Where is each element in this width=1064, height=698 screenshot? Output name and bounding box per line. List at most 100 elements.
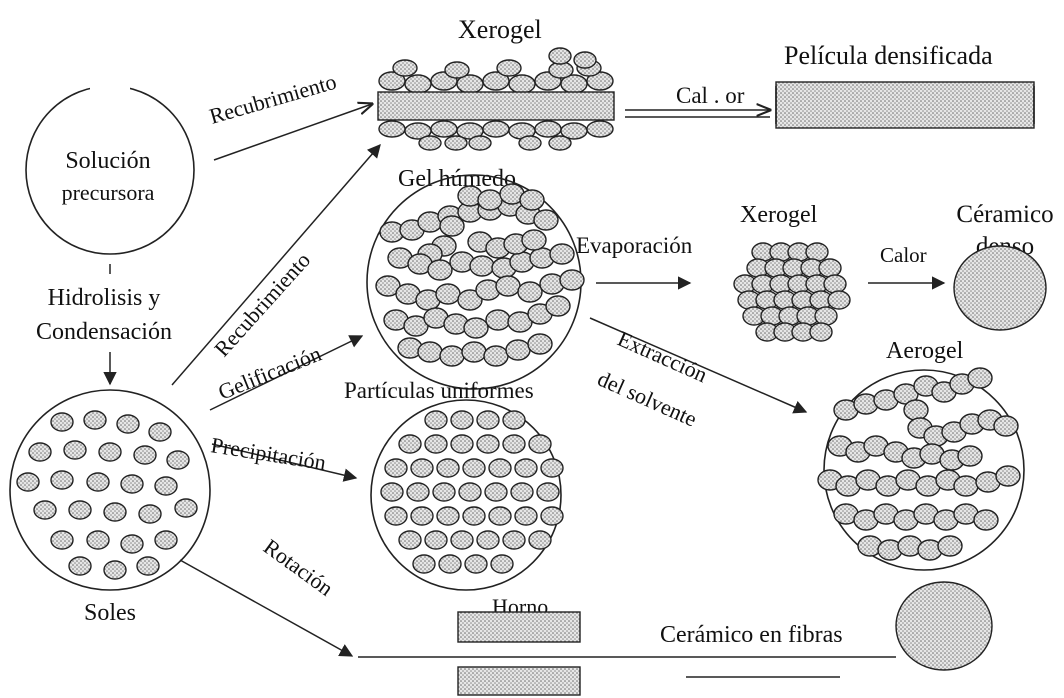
label-solucion-1: Solución: [65, 148, 150, 174]
particulas-particles: [381, 411, 563, 573]
xerogel-particle: [828, 291, 850, 309]
xerogel-particle: [819, 259, 841, 277]
uniform-particle: [463, 507, 485, 525]
sol-particle: [51, 531, 73, 549]
sol-particle: [34, 501, 56, 519]
uniform-particle: [503, 411, 525, 429]
sol-particle: [99, 443, 121, 461]
label-evaporacion: Evaporación: [576, 233, 693, 258]
sol-particle: [149, 423, 171, 441]
uniform-particle: [477, 411, 499, 429]
sol-particle: [155, 477, 177, 495]
sol-particle: [134, 446, 156, 464]
gel-particle: [534, 210, 558, 230]
sol-particle: [69, 557, 91, 575]
aerogel-circle: [824, 370, 1024, 570]
uniform-particle: [425, 531, 447, 549]
densified-film: [776, 82, 1034, 128]
aerogel-particle: [996, 466, 1020, 486]
coating-particle: [469, 136, 491, 150]
gel-humedo-particles: [376, 184, 584, 366]
label-ceramico-fibras: Cerámico en fibras: [660, 622, 843, 648]
label-calor-top: Cal . or: [676, 83, 745, 108]
gel-particle: [550, 244, 574, 264]
gel-particle: [518, 282, 542, 302]
uniform-particle: [463, 459, 485, 477]
coating-particle: [535, 121, 561, 137]
sol-particle: [121, 535, 143, 553]
sol-particle: [51, 471, 73, 489]
coating-particle: [574, 52, 596, 68]
uniform-particle: [451, 411, 473, 429]
uniform-particle: [385, 459, 407, 477]
coating-particle: [431, 121, 457, 137]
label-xerogel-mid: Xerogel: [740, 202, 818, 228]
aerogel-particle: [958, 446, 982, 466]
uniform-particle: [381, 483, 403, 501]
gel-particle: [440, 346, 464, 366]
label-xerogel-top: Xerogel: [458, 15, 542, 44]
uniform-particle: [541, 459, 563, 477]
gel-particle: [484, 346, 508, 366]
label-particulas-uniformes: Partículas uniformes: [344, 378, 534, 403]
uniform-particle: [491, 555, 513, 573]
gel-particle: [418, 342, 442, 362]
uniform-particle: [411, 459, 433, 477]
circle-gap: [90, 78, 130, 92]
xerogel-cluster: [734, 243, 850, 341]
uniform-particle: [399, 435, 421, 453]
gel-particle: [486, 310, 510, 330]
uniform-particle: [537, 483, 559, 501]
gel-particle: [464, 318, 488, 338]
uniform-particle: [437, 507, 459, 525]
uniform-particle: [541, 507, 563, 525]
gel-particle: [506, 340, 530, 360]
xerogel-particle: [815, 307, 837, 325]
uniform-particle: [451, 435, 473, 453]
label-rotacion: Rotación: [259, 534, 338, 601]
label-hidrolisis-1: Hidrolisis y: [48, 285, 161, 311]
coating-particle: [379, 121, 405, 137]
arrow-recubrimiento-diag: [172, 145, 380, 385]
uniform-particle: [489, 459, 511, 477]
sol-particle: [117, 415, 139, 433]
coating-particle: [393, 60, 417, 76]
aerogel-particle: [904, 400, 928, 420]
coating-particle: [549, 48, 571, 64]
ceramico-denso: [954, 246, 1046, 330]
sol-particle: [69, 501, 91, 519]
uniform-particle: [529, 531, 551, 549]
coating-particle: [483, 121, 509, 137]
aerogel-particle: [938, 536, 962, 556]
uniform-particle: [485, 483, 507, 501]
uniform-particle: [503, 435, 525, 453]
uniform-particle: [425, 411, 447, 429]
gel-particle: [428, 260, 452, 280]
gel-particle: [546, 296, 570, 316]
ceramico-fibras-sphere: [896, 582, 992, 670]
gel-particle: [528, 334, 552, 354]
sol-particle: [17, 473, 39, 491]
label-gel-humedo: Gel húmedo: [398, 166, 516, 192]
uniform-particle: [433, 483, 455, 501]
gel-particle: [522, 230, 546, 250]
coating-particle: [445, 136, 467, 150]
xerogel-coating-bottom-particles: [379, 121, 613, 150]
xerogel-particle: [810, 323, 832, 341]
sol-particle: [104, 561, 126, 579]
gel-particle: [440, 216, 464, 236]
aerogel-particles: [818, 368, 1020, 560]
aerogel-particle: [954, 476, 978, 496]
uniform-particle: [439, 555, 461, 573]
xerogel-particle: [824, 275, 846, 293]
coating-particle: [445, 62, 469, 78]
label-calor-mid: Calor: [880, 243, 927, 267]
coating-particle: [419, 136, 441, 150]
sol-particle: [104, 503, 126, 521]
uniform-particle: [385, 507, 407, 525]
uniform-particle: [511, 483, 533, 501]
uniform-particle: [451, 531, 473, 549]
label-ceramico-1: Céramico: [956, 201, 1053, 228]
label-pelicula-densificada: Película densificada: [784, 41, 993, 70]
